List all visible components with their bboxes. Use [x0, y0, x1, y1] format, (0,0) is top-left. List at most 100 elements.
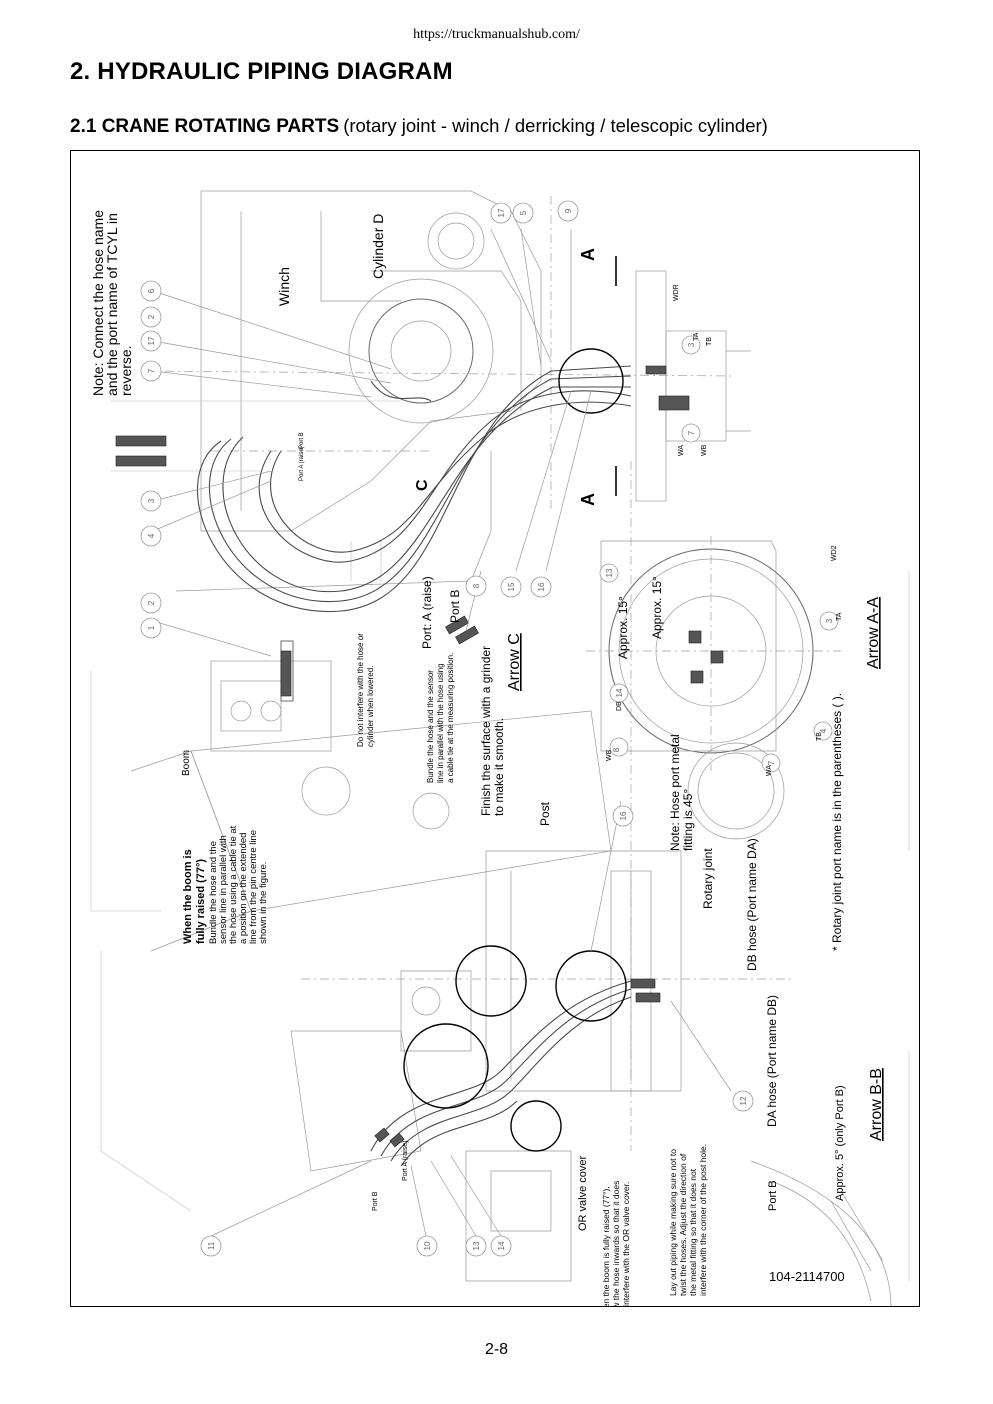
diagram-canvas: 6 2 17 7 3 4 2 1 17 5 9 8 15 16 3 7 13 3… — [90, 190, 910, 1307]
svg-text:TB: TB — [706, 337, 713, 346]
rotary-joint-label: Rotary joint — [701, 848, 715, 909]
bundle-line-4: a position on the extended — [238, 833, 249, 944]
hose-port-note-line-1: Note: Hose port metal — [668, 734, 682, 851]
post-label: Post — [538, 801, 552, 826]
section-title: 2.1 CRANE ROTATING PARTS — [70, 116, 340, 137]
approx15-a-label: Approx. 15° — [616, 596, 630, 659]
layout-note-line-2: twist the hoses. Adjust the direction of — [678, 1153, 688, 1296]
or-note-line-1: When the boom is fully raised (77°), — [601, 1186, 611, 1307]
svg-text:DB: DB — [616, 701, 623, 711]
arrow-bb-label: Arrow B-B — [868, 1068, 885, 1141]
svg-text:11: 11 — [207, 1241, 216, 1250]
bundle-line-6: shown in the figure. — [258, 862, 269, 944]
approx5-label: Approx. 5° (only Port B) — [834, 1085, 846, 1201]
port-a-bottom-tag: Port A (raise) — [402, 1141, 409, 1181]
arrow-c-label: Arrow C — [506, 633, 523, 691]
finish-line-1: Finish the surface with a grinder — [479, 646, 493, 816]
svg-text:4: 4 — [147, 533, 156, 538]
hose-port-note-line-2: fitting is 45° — [681, 789, 695, 851]
svg-text:8: 8 — [612, 747, 621, 752]
svg-text:16: 16 — [537, 582, 546, 591]
svg-text:6: 6 — [147, 288, 156, 293]
port-a-raise-label: Port: A (raise) — [420, 576, 434, 649]
svg-text:9: 9 — [564, 208, 573, 213]
section-subtitle: (rotary joint - winch / derricking / tel… — [343, 115, 768, 136]
or-note-line-2: draw the hose inwards so that it does — [611, 1181, 621, 1307]
svg-text:WB: WB — [701, 444, 708, 456]
svg-text:WB: WB — [606, 749, 613, 761]
svg-text:7: 7 — [147, 368, 156, 373]
svg-text:2: 2 — [147, 600, 156, 605]
note-hose-line-2: and the port name of TCYL in — [104, 213, 120, 396]
lower-hose-detail-circle — [403, 1023, 489, 1109]
svg-text:TA: TA — [836, 612, 843, 621]
db-hose-label: DB hose (Port name DA) — [745, 838, 759, 971]
leader-lines — [152, 228, 732, 1237]
bundle-small-line-3: a cable tie at the measuring position. — [446, 653, 455, 783]
svg-text:13: 13 — [605, 568, 614, 577]
svg-text:WDR: WDR — [673, 284, 680, 301]
source-url: https://truckmanualshub.com/ — [413, 27, 580, 42]
winch-port-a-tag: Port A (raise) — [299, 446, 305, 481]
note-hose-line-1: Note: Connect the hose name — [90, 210, 106, 396]
callout-balloon-icon: 6 2 17 7 3 4 2 1 17 5 9 8 15 16 3 7 13 3… — [140, 200, 839, 1257]
page-title: 2. HYDRAULIC PIPING DIAGRAM — [70, 58, 453, 85]
svg-text:5: 5 — [519, 210, 528, 215]
layout-note-line-3: the metal fitting so that it does not — [688, 1168, 698, 1296]
interfere-line-2: cylinder when lowered. — [366, 666, 375, 747]
layout-note-line-4: interfere with the corner of the post ho… — [698, 1144, 708, 1296]
rotary-port-labels: WDR TA TB WA WB WD2 DB TA TB WA WB — [606, 284, 843, 776]
svg-text:WA: WA — [766, 765, 773, 776]
arrow-aa-label: Arrow A-A — [865, 597, 882, 669]
annotations: Note: Connect the hose name and the port… — [90, 210, 885, 1307]
finish-line-2: to make it smooth. — [492, 718, 506, 816]
da-hose-label: DA hose (Port name DB) — [765, 995, 779, 1127]
hydraulic-diagram: 6 2 17 7 3 4 2 1 17 5 9 8 15 16 3 7 13 3… — [70, 150, 920, 1307]
svg-text:17: 17 — [497, 208, 506, 217]
svg-text:17: 17 — [147, 336, 156, 345]
svg-text:12: 12 — [739, 1096, 748, 1105]
post-hose-detail-circle — [455, 945, 527, 1017]
rotary-port-note: * Rotary joint port name is in the paren… — [830, 693, 844, 951]
svg-text:15: 15 — [507, 582, 516, 591]
section-arrow-icon: A A C — [414, 248, 617, 506]
port-b-label: Port B — [448, 590, 462, 623]
svg-text:16: 16 — [619, 811, 628, 820]
svg-text:1: 1 — [147, 625, 156, 630]
svg-text:TA: TA — [693, 332, 700, 341]
svg-text:3: 3 — [687, 342, 696, 347]
bundle-line-5: line from the pin centre line — [248, 830, 259, 944]
bundle-line-3: the hose using a cable tie at — [228, 825, 239, 944]
hose-fitting-icon — [115, 365, 724, 1148]
bundle-line-1: Bundle the hose and the — [208, 841, 219, 944]
svg-text:A: A — [578, 493, 598, 506]
boom-raised-line-2: fully raised (77°) — [195, 859, 207, 944]
svg-text:13: 13 — [472, 1241, 481, 1250]
bundle-line-2: sensor line in parallel with — [218, 835, 229, 944]
svg-text:14: 14 — [615, 688, 624, 697]
svg-text:2: 2 — [147, 314, 156, 319]
or-valve-cover-label: OR valve cover — [577, 1155, 589, 1231]
part-number: 104-2114700 — [769, 1269, 845, 1284]
center-lines — [145, 196, 841, 1151]
approx15-b-label: Approx. 15° — [650, 576, 664, 639]
svg-text:WD2: WD2 — [831, 545, 838, 561]
or-cover-detail-circle — [510, 1100, 562, 1152]
port-b-bottom-tag: Port B — [372, 1191, 379, 1211]
svg-text:8: 8 — [472, 583, 481, 588]
note-hose-line-3: reverse. — [118, 345, 134, 396]
svg-text:7: 7 — [687, 430, 696, 435]
layout-note-line-1: Lay out piping while making sure not to — [668, 1149, 678, 1296]
boom-label: Boom — [181, 750, 192, 776]
port-b-lower-label: Port B — [767, 1180, 779, 1211]
hose-runs — [196, 365, 632, 1167]
section-heading: 2.1 CRANE ROTATING PARTS(rotary joint - … — [70, 115, 768, 138]
svg-text:10: 10 — [423, 1241, 432, 1250]
svg-text:4: 4 — [819, 728, 828, 733]
bundle-small-line-2: line in parallel with the hose using — [436, 663, 445, 783]
svg-text:3: 3 — [825, 618, 834, 623]
svg-text:14: 14 — [497, 1241, 506, 1250]
winch-port-b-tag: Port B — [299, 432, 305, 449]
svg-text:3: 3 — [147, 498, 156, 503]
svg-text:C: C — [414, 479, 431, 491]
